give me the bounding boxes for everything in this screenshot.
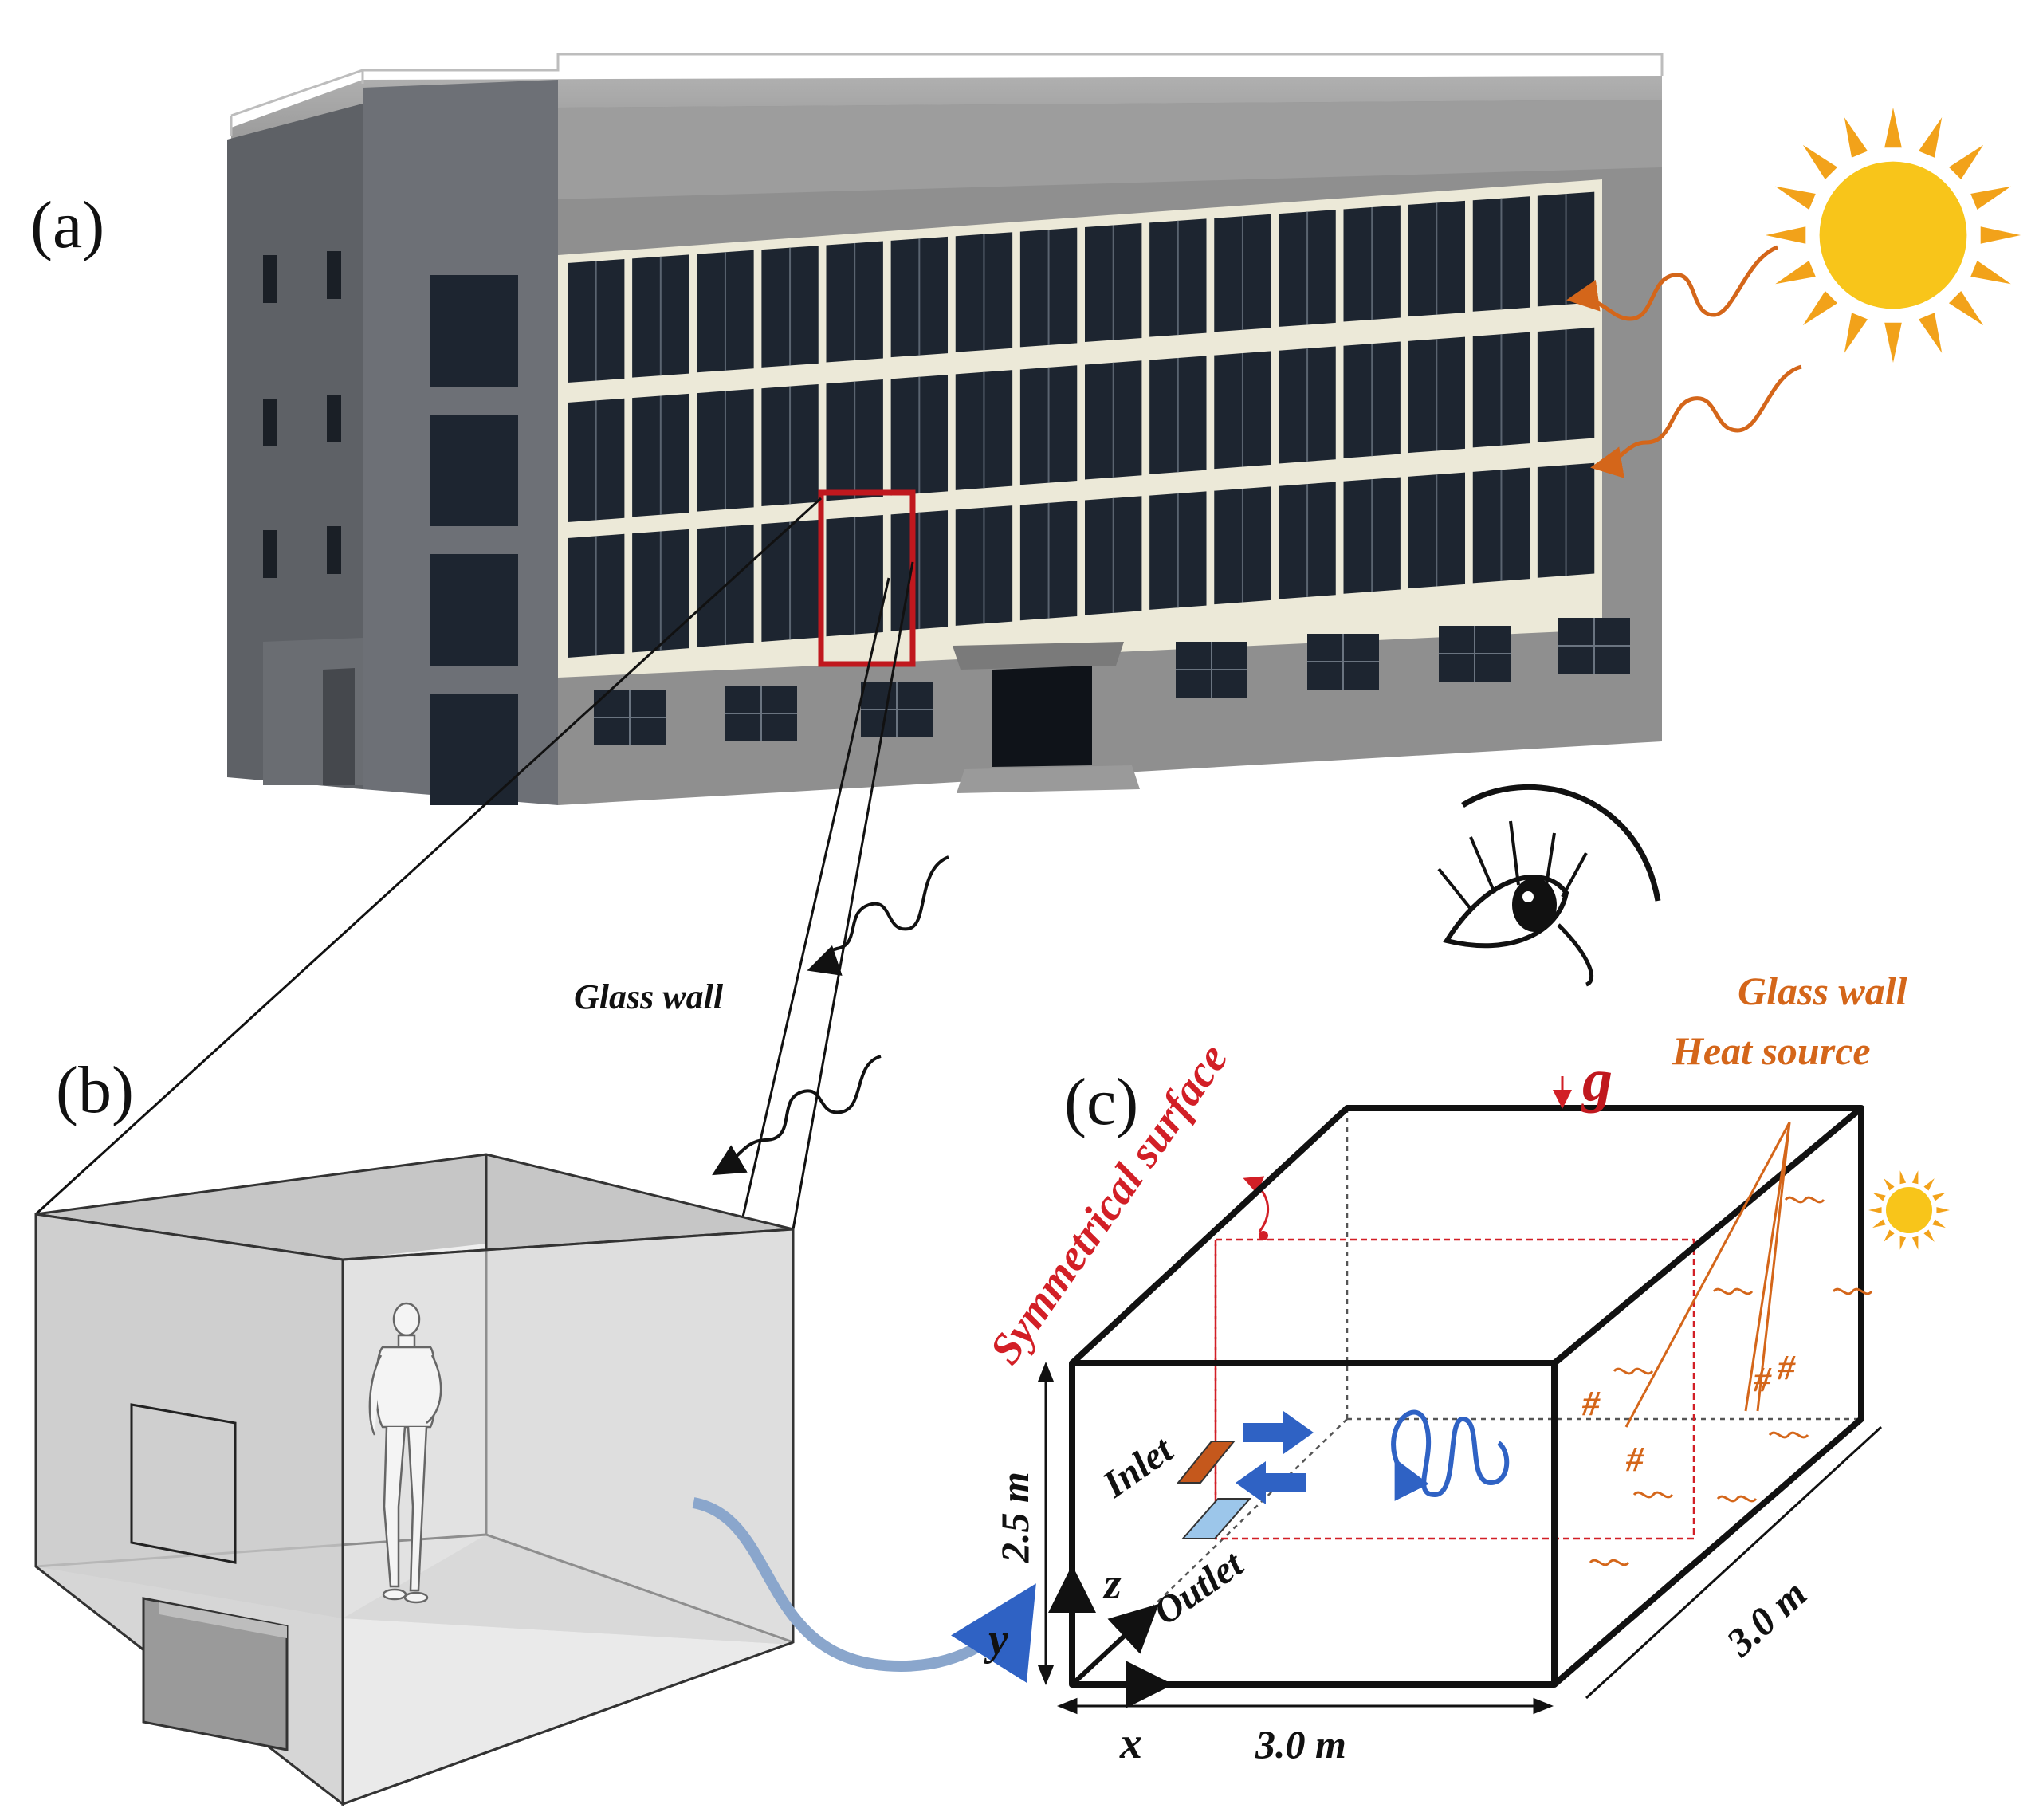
sun-ray <box>1844 117 1868 158</box>
sun-ray <box>1775 261 1816 285</box>
stair-window <box>430 415 518 526</box>
label-glass-wall-c: Glass wall <box>1738 969 1907 1013</box>
label-depth-z: 3.0 m <box>1717 1570 1815 1665</box>
sun-ray <box>1948 144 1984 180</box>
transition-arrow <box>692 1497 1036 1683</box>
sun-ray <box>1884 322 1902 363</box>
sun-ray <box>1766 226 1806 244</box>
sun-ray <box>1884 108 1902 148</box>
heat-hash-mark: # <box>1625 1440 1644 1479</box>
sun-ray <box>1872 1192 1886 1201</box>
heat-squiggle <box>1712 1287 1754 1295</box>
axis-label-z: z <box>1102 1559 1122 1609</box>
side-window <box>263 255 277 303</box>
vortex-flow-icon <box>1391 1409 1510 1501</box>
side-window <box>327 526 341 574</box>
sun-ray <box>1884 1178 1895 1191</box>
stair-window <box>430 275 518 387</box>
sun-icon <box>1766 108 2021 363</box>
entrance-steps <box>957 765 1140 793</box>
sun-ray <box>1775 186 1816 210</box>
heat-squiggle <box>1716 1495 1758 1503</box>
roof-railing <box>230 53 1664 136</box>
label-gravity: g <box>1581 1047 1613 1114</box>
axis-label-y: y <box>984 1615 1009 1665</box>
heat-squiggle <box>1632 1491 1674 1499</box>
sun-core <box>1885 1186 1933 1234</box>
outlet-flow-arrow <box>1236 1461 1306 1504</box>
heat-source-symbols: #### <box>1581 1196 1873 1566</box>
side-entrance-door <box>323 668 355 785</box>
facade-window-grid <box>568 191 1595 658</box>
sun-ray <box>1936 1207 1950 1213</box>
facade-fascia <box>558 100 1662 199</box>
sun-ray <box>1970 261 2011 285</box>
sun-ray <box>1980 226 2021 244</box>
inlet-vent <box>1176 1441 1236 1484</box>
room-window <box>130 1403 237 1564</box>
sun-ray <box>1919 117 1943 158</box>
sun-ray <box>1911 1236 1919 1250</box>
heat-squiggle <box>1784 1196 1825 1204</box>
side-window <box>263 399 277 446</box>
entrance-doors <box>992 666 1092 767</box>
label-heat-source: Heat source <box>1672 1028 1871 1073</box>
small-sun-icon <box>1868 1170 1950 1250</box>
sun-ray <box>1970 186 2011 210</box>
heat-squiggle <box>1613 1367 1654 1375</box>
sun-ray <box>1899 1236 1907 1250</box>
label-glass-wall-b: Glass wall <box>574 977 724 1016</box>
sun-ray <box>1923 1229 1935 1242</box>
inlet-flow-arrow <box>1243 1411 1314 1454</box>
heat-squiggle <box>1589 1559 1630 1566</box>
room-ceiling <box>36 1154 793 1260</box>
side-window <box>327 251 341 299</box>
sun-ray <box>1844 313 1868 353</box>
heat-squiggle <box>1832 1287 1873 1295</box>
panel-label-c: (c) <box>1064 1065 1138 1139</box>
label-inlet: Inlet <box>1094 1428 1181 1506</box>
sun-ray <box>1911 1170 1919 1185</box>
panel-label-b: (b) <box>56 1053 134 1127</box>
heat-squiggle <box>1768 1431 1809 1439</box>
sun-ray <box>1932 1192 1946 1201</box>
label-outlet: Outlet <box>1146 1542 1251 1633</box>
outlet-vent <box>1181 1498 1252 1539</box>
eye-icon <box>1437 784 1661 987</box>
entrance-canopy <box>953 642 1124 670</box>
domain-box: #### <box>1037 1076 1883 1715</box>
side-window <box>263 530 277 578</box>
sun-ray <box>1923 1178 1935 1191</box>
label-height: 2.5 m <box>992 1472 1037 1563</box>
sun-ray <box>1802 290 1838 326</box>
panel-label-a: (a) <box>30 188 104 262</box>
stair-window <box>430 694 518 805</box>
sun-ray <box>1948 290 1984 326</box>
person-icon <box>368 1302 442 1604</box>
room-radiation-waves <box>712 855 949 1176</box>
air-conditioner-unit <box>142 1597 289 1751</box>
sun-ray <box>1868 1207 1882 1213</box>
sun-ray <box>1919 313 1943 353</box>
symmetry-pointer <box>1243 1176 1270 1232</box>
room-model <box>34 1153 795 1807</box>
sun-ray <box>1899 1170 1907 1185</box>
highlight-window-box <box>818 489 916 667</box>
heat-hash-mark: # <box>1581 1384 1601 1423</box>
sun-ray <box>1802 144 1838 180</box>
sun-ray <box>1872 1219 1886 1228</box>
building-roof <box>231 76 1662 143</box>
sun-core <box>1819 161 1967 309</box>
building <box>227 53 1664 805</box>
sun-ray <box>1932 1219 1946 1228</box>
axis-label-x: x <box>1119 1719 1142 1768</box>
solar-radiation-waves <box>1566 245 1802 478</box>
heat-hash-mark: # <box>1777 1348 1796 1387</box>
stair-window <box>430 554 518 666</box>
label-width-x: 3.0 m <box>1255 1722 1346 1767</box>
ground-floor-windows <box>594 618 1630 745</box>
sun-ray <box>1884 1229 1895 1242</box>
side-window <box>327 395 341 442</box>
